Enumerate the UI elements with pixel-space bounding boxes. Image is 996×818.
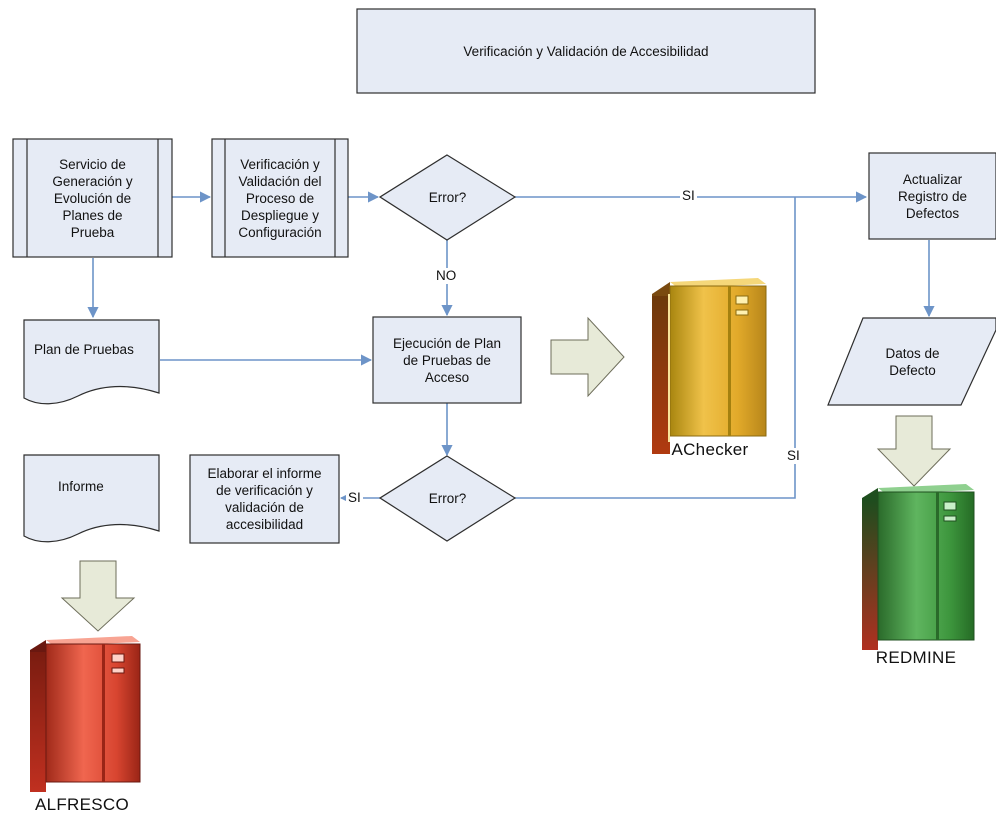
servicio-label: Servicio de Generación y Evolución de Pl… [52,156,133,240]
error2-decision-shape [378,455,517,542]
edge-label-si-right: SI [785,448,802,464]
error1-decision-shape [378,154,517,241]
ejecucion-label: Ejecución de Plan de Pruebas de Acceso [392,335,502,385]
alfresco-server-icon [30,636,141,792]
edge-label-no: NO [434,268,459,284]
error1-label: Error? [428,190,467,205]
verificacion-process-shape [211,138,349,258]
servicio-process-shape [12,138,173,258]
elaborar-box [189,454,340,544]
redmine-server-label: REDMINE [875,648,957,667]
informe-label: Informe [58,478,104,494]
alfresco-server-label: ALFRESCO [34,795,130,814]
redmine-server-icon [862,484,975,650]
actualizar-box [868,152,996,240]
achecker-server-icon [652,278,767,454]
edge-label-si-top: SI [680,188,697,204]
informe-document-shape [23,454,160,543]
verificacion-label: Verificación y Validación del Proceso de… [238,156,322,240]
plan-pruebas-label: Plan de Pruebas [34,341,134,357]
down-block-arrow-redmine [876,415,952,487]
connectors [87,191,935,504]
edge-label-si-bottom: SI [346,490,363,506]
datos-defecto-shape [827,317,996,406]
elaborar-label: Elaborar el informe de verificación y va… [207,466,322,532]
right-block-arrow [550,316,625,398]
achecker-server-label: AChecker [671,440,749,459]
actualizar-label: Actualizar Registro de Defectos [897,171,968,221]
diagram-title: Verificación y Validación de Accesibilid… [463,43,709,59]
error2-label: Error? [428,491,467,506]
ejecucion-box [372,316,522,404]
title-box [356,8,816,94]
down-block-arrow-alfresco [60,560,136,632]
plan-pruebas-document-shape [23,319,160,405]
datos-defecto-label: Datos de Defecto [885,345,940,378]
